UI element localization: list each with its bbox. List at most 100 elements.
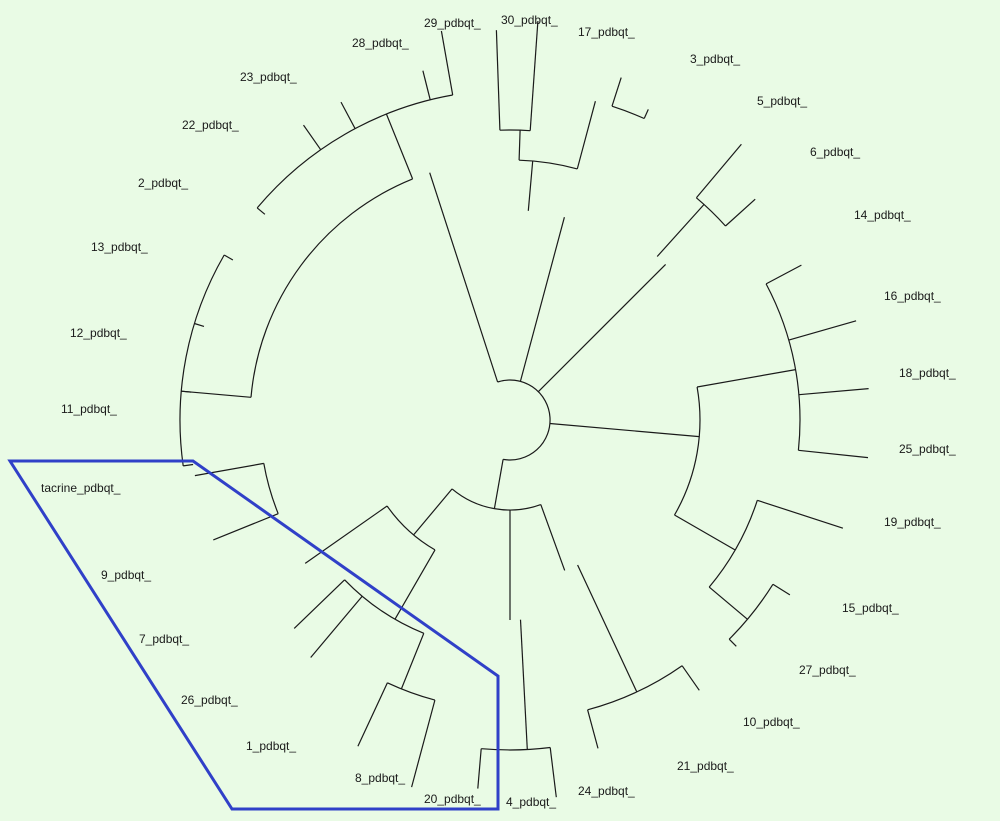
leaf-label: 18_pdbqt_ <box>899 366 956 380</box>
tree-branch <box>765 283 801 451</box>
tree-branch <box>681 665 700 691</box>
tree-branch <box>194 322 205 327</box>
tree-branch <box>357 682 388 747</box>
tree-branch <box>772 583 791 596</box>
tree-branch <box>344 579 425 634</box>
tree-branch <box>537 263 667 393</box>
tree-branch <box>788 320 857 341</box>
tree-branch <box>798 388 869 396</box>
tree-branch <box>411 699 436 788</box>
tree-branch <box>179 254 225 466</box>
leaf-label: 19_pdbqt_ <box>884 515 941 529</box>
tree-branch <box>587 665 683 711</box>
leaf-label: 17_pdbqt_ <box>578 25 635 39</box>
tree-branch <box>293 579 346 629</box>
tree-branch <box>674 514 736 551</box>
tree-branch <box>223 254 234 261</box>
leaf-label: 11_pdbqt_ <box>61 402 117 416</box>
leaf-labels: 29_pdbqt_ 30_pdbqt_ 17_pdbqt_ 3_pdbqt_ 2… <box>41 13 956 809</box>
tree-branch <box>656 204 705 257</box>
leaf-label: 30_pdbqt_ <box>501 13 558 27</box>
leaf-label: 12_pdbqt_ <box>70 326 127 340</box>
leaf-label: 20_pdbqt_ <box>424 792 481 806</box>
leaf-label: 15_pdbqt_ <box>842 601 899 615</box>
leaf-label: 27_pdbqt_ <box>799 663 856 677</box>
tree-branch <box>429 172 499 383</box>
tree-branch <box>340 101 356 129</box>
tree-branch <box>798 449 869 459</box>
leaf-label: 21_pdbqt_ <box>677 759 734 773</box>
leaf-label: 22_pdbqt_ <box>182 118 239 132</box>
tree-branches <box>179 20 869 798</box>
tree-branch <box>304 505 388 564</box>
tree-branch <box>385 113 414 180</box>
tree-branch <box>519 619 528 750</box>
tree-branch <box>256 94 453 209</box>
tree-branch <box>529 20 539 131</box>
highlight-polygon <box>7 459 500 811</box>
tree-branch <box>422 70 431 100</box>
tree-branch <box>728 583 774 640</box>
leaf-label: 24_pdbqt_ <box>578 784 635 798</box>
tree-branch <box>495 30 501 131</box>
leaf-label: 1_pdbqt_ <box>246 739 296 753</box>
tree-branch <box>540 504 566 571</box>
tree-branch <box>519 217 565 382</box>
leaf-label: 26_pdbqt_ <box>181 693 238 707</box>
leaf-label: 25_pdbqt_ <box>899 442 956 456</box>
leaf-label: 16_pdbqt_ <box>884 289 941 303</box>
leaf-label: 23_pdbqt_ <box>240 70 297 84</box>
tree-branch <box>576 101 596 170</box>
tree-branch <box>757 499 844 529</box>
tree-branch <box>386 505 436 551</box>
tree-branch <box>725 198 756 227</box>
leaf-label: 9_pdbqt_ <box>101 568 151 582</box>
tree-branch <box>527 160 534 211</box>
leaf-label: 5_pdbqt_ <box>757 94 807 108</box>
tree-branch <box>440 30 454 96</box>
tree-branch <box>549 422 700 438</box>
tree-branch <box>587 709 599 749</box>
tree-branch <box>728 638 737 647</box>
tree-branch <box>250 178 413 398</box>
leaf-label: 28_pdbqt_ <box>352 36 409 50</box>
tree-branch <box>577 564 638 693</box>
tree-branch <box>183 463 194 467</box>
tree-branch <box>451 488 542 511</box>
tree-branch <box>256 207 266 215</box>
tree-branch <box>708 500 758 588</box>
tree-branch <box>213 513 279 541</box>
tree-branch <box>611 77 622 107</box>
tree-branch <box>303 124 322 151</box>
tree-branch <box>181 390 192 393</box>
leaf-label: 4_pdbqt_ <box>506 795 556 809</box>
tree-branch <box>549 747 557 798</box>
leaf-label: 6_pdbqt_ <box>810 145 860 159</box>
leaf-label: tacrine_pdbqt_ <box>41 481 121 495</box>
leaf-label: 10_pdbqt_ <box>743 715 800 729</box>
tree-branch <box>181 390 252 398</box>
tree-branch <box>477 748 482 789</box>
tree-branch <box>519 159 578 170</box>
tree-branch <box>499 129 531 132</box>
leaf-label: 29_pdbqt_ <box>424 16 481 30</box>
leaf-label: 14_pdbqt_ <box>854 208 911 222</box>
tree-branch <box>400 633 425 690</box>
leaf-label: 8_pdbqt_ <box>355 771 405 785</box>
leaf-label: 3_pdbqt_ <box>690 52 740 66</box>
tree-branch <box>194 462 264 477</box>
tree-branch <box>708 586 748 620</box>
tree-branch <box>695 143 742 199</box>
tree-branch <box>643 109 649 119</box>
tree-branch <box>497 379 551 461</box>
tree-branch <box>696 369 796 388</box>
leaf-label: 7_pdbqt_ <box>139 632 189 646</box>
tree-branch <box>413 488 453 536</box>
leaf-label: 2_pdbqt_ <box>138 176 188 190</box>
leaf-label: 13_pdbqt_ <box>91 240 148 254</box>
tree-branch <box>673 386 701 516</box>
tree-branch <box>493 459 504 509</box>
